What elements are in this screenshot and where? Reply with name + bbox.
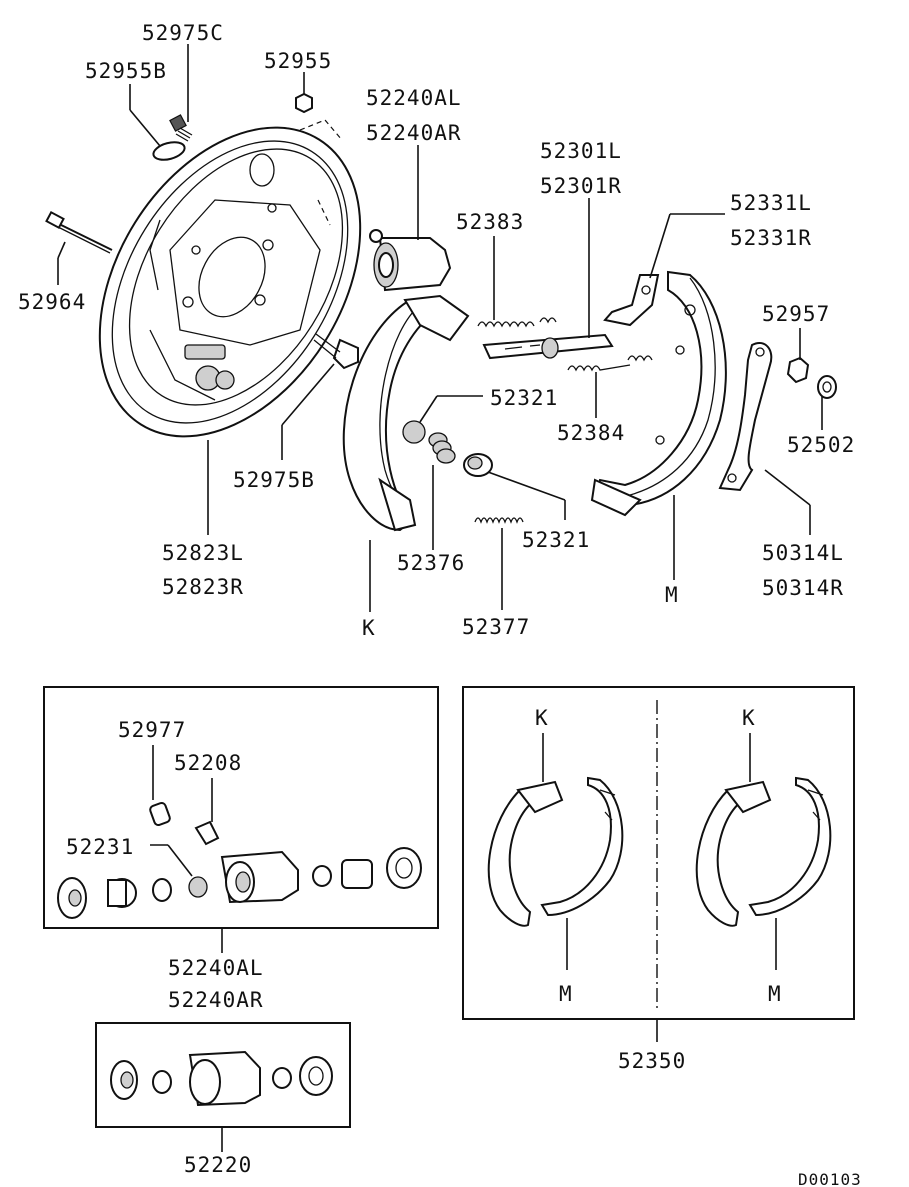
leader-lines-shoe-set [542,733,777,1042]
label-k-set1: K [535,706,549,730]
label-52331r: 52331R [730,226,812,250]
wheel-cylinder-52220-box [95,1022,351,1128]
part-labels: 52975C 52955B 52955 52240AL 52240AR 5230… [18,21,862,1187]
bolt-52975c [169,114,193,142]
label-52502: 52502 [787,433,855,457]
label-52220: 52220 [184,1153,252,1177]
shoe-set-1 [487,776,624,927]
label-k-main: K [362,616,376,640]
leader-lines-kit [150,745,223,1152]
parking-lever-50314 [718,342,773,492]
spring-52384 [567,355,653,372]
wheel-cylinder-kit-box [43,686,439,929]
label-52823r: 52823R [162,575,244,599]
label-52383: 52383 [456,210,524,234]
label-52350: 52350 [618,1049,686,1073]
washer-52502 [817,375,837,399]
label-52240al-bot: 52240AL [168,956,264,980]
label-52240ar-top: 52240AR [366,121,462,145]
bolt-52964 [45,210,113,254]
label-52321-a: 52321 [490,386,558,410]
spring-52377 [474,517,524,524]
label-52231: 52231 [66,835,134,859]
brake-shoe-m [590,270,727,517]
label-52823l: 52823L [162,541,244,565]
label-52975c: 52975C [142,21,224,45]
label-52955b: 52955B [85,59,167,83]
label-m-set1: M [559,982,573,1006]
label-52384: 52384 [557,421,625,445]
wheel-cylinder-52220 [110,1050,333,1107]
diagram-code: D00103 [798,1170,862,1187]
label-52977: 52977 [118,718,186,742]
nut-52957 [786,356,810,384]
label-50314r: 50314R [762,576,844,600]
label-52975b: 52975B [233,468,315,492]
shoe-set-2 [695,776,832,927]
label-52957: 52957 [762,302,830,326]
leader-lines-top [57,44,823,612]
adjuster-52301 [482,333,614,360]
label-52376: 52376 [397,551,465,575]
brake-shoe-k [342,294,470,532]
label-50314l: 50314L [762,541,844,565]
label-52964: 52964 [18,290,86,314]
spring-52376 [428,432,456,464]
plug-52955b [152,141,186,161]
backing-plate [98,119,362,438]
label-52331l: 52331L [730,191,812,215]
label-m-main: M [665,583,679,607]
label-52955: 52955 [264,49,332,73]
wheel-cylinder-exploded [57,801,422,919]
spring-52383 [477,317,557,328]
label-52240ar-bot: 52240AR [168,988,264,1012]
lever-52331 [603,274,660,327]
label-k-set2: K [742,706,756,730]
shoe-set-box [462,686,855,1020]
label-52240al-top: 52240AL [366,86,462,110]
label-52208: 52208 [174,751,242,775]
label-m-set2: M [768,982,782,1006]
bolt-52975b [313,333,359,370]
wheel-cylinder-top [369,229,452,292]
nut-52955 [295,92,313,114]
label-52377: 52377 [462,615,530,639]
cap-52321 [463,453,493,477]
label-52301l: 52301L [540,139,622,163]
label-52301r: 52301R [540,174,622,198]
label-52321-b: 52321 [522,528,590,552]
